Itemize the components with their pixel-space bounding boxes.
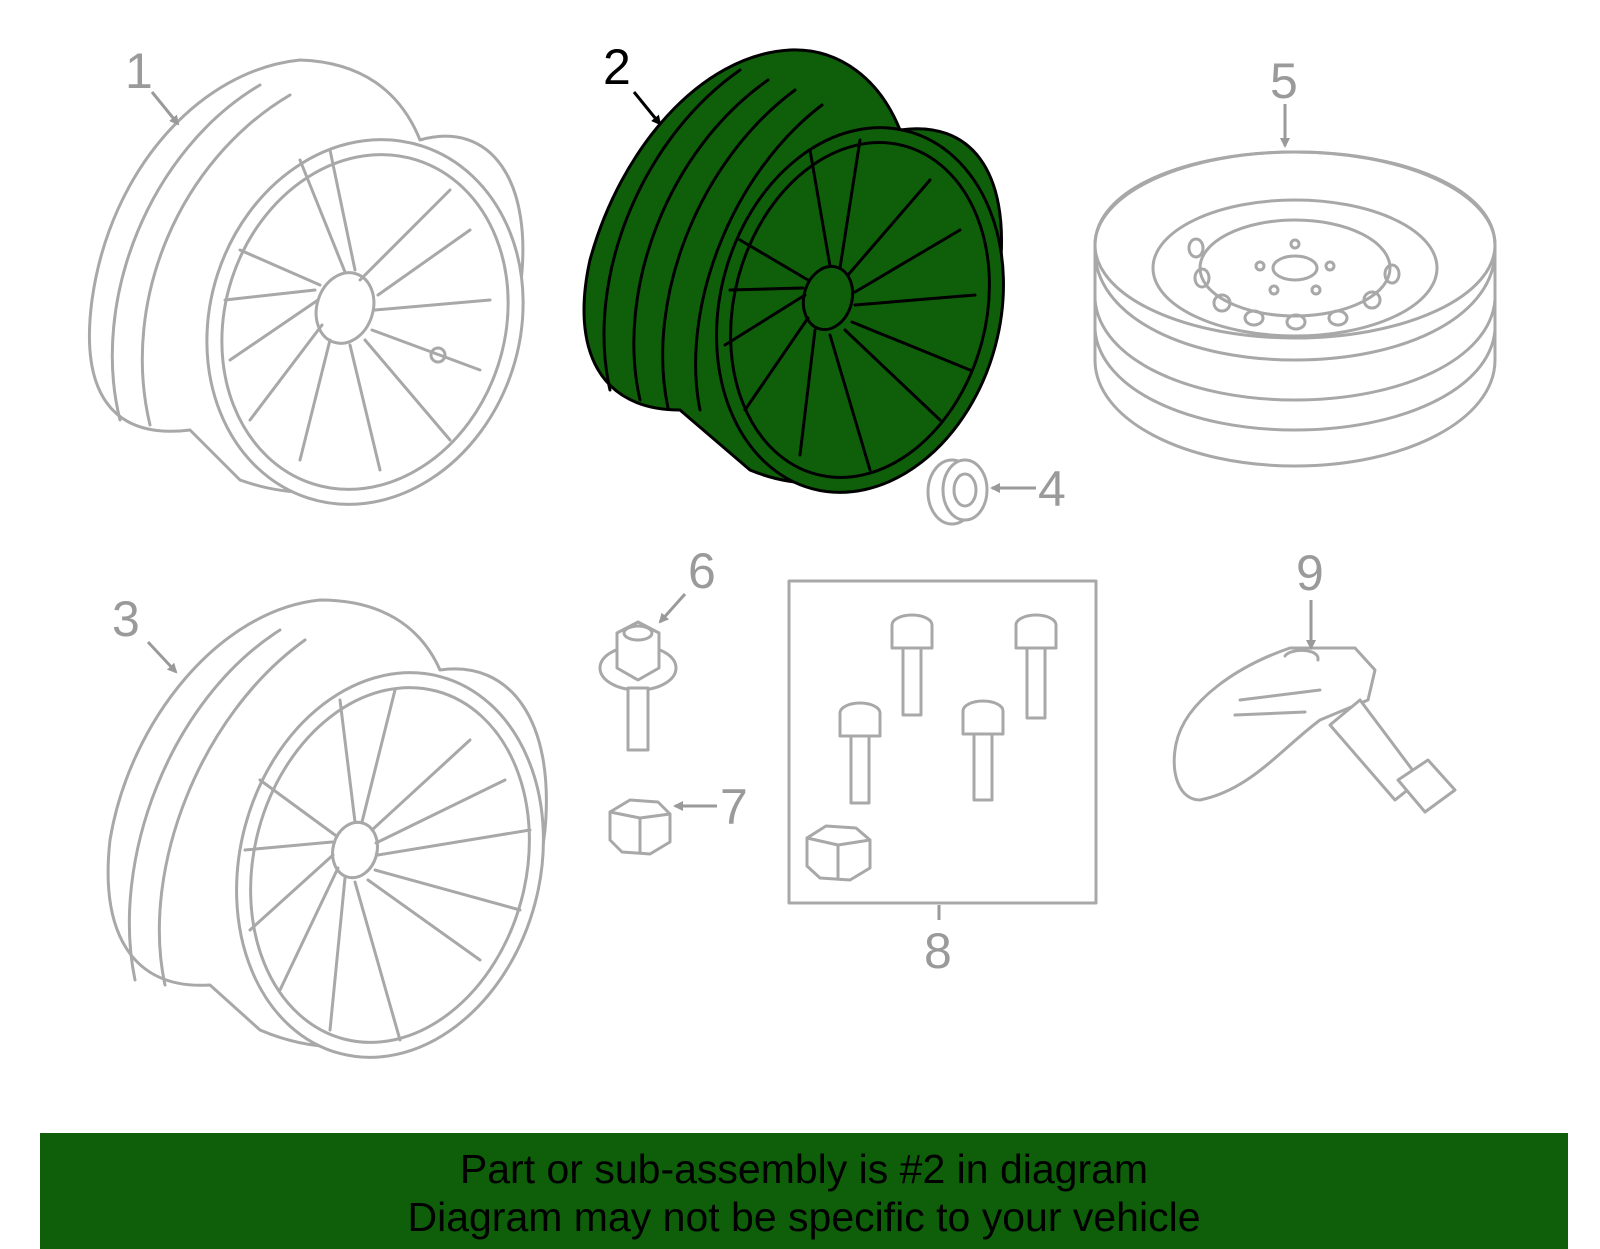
spare-tire-part-5[interactable]: 5 <box>1093 53 1497 468</box>
callout-4: 4 <box>1038 461 1066 517</box>
tpms-sensor-part-9[interactable]: 9 <box>1172 545 1457 814</box>
lug-bolt-part-6[interactable]: 6 <box>598 543 716 752</box>
callout-3: 3 <box>112 591 140 647</box>
lug-nut-cap-part-7[interactable]: 7 <box>608 779 748 856</box>
callout-5: 5 <box>1270 53 1298 109</box>
callout-6: 6 <box>688 543 716 599</box>
callout-2: 2 <box>603 39 631 95</box>
lock-bolt <box>838 701 882 805</box>
center-cap-part-4[interactable]: 4 <box>926 458 1066 526</box>
lock-key-socket <box>805 824 872 882</box>
wheel-part-1[interactable]: 1 <box>87 43 569 546</box>
wheel-part-3[interactable]: 3 <box>106 591 585 1092</box>
lock-bolt <box>1014 613 1058 720</box>
wheel-lock-kit-part-8[interactable]: 8 <box>787 579 1098 979</box>
banner-line-2: Diagram may not be specific to your vehi… <box>407 1194 1201 1240</box>
info-banner: Part or sub-assembly is #2 in diagram Di… <box>40 1133 1568 1249</box>
callout-7: 7 <box>720 779 748 835</box>
lock-bolt <box>890 613 934 717</box>
wheel-part-2-highlighted[interactable]: 2 <box>582 39 1043 525</box>
lock-bolt <box>961 699 1005 802</box>
banner-line-1: Part or sub-assembly is #2 in diagram <box>459 1146 1149 1192</box>
callout-1: 1 <box>125 43 153 99</box>
callout-9: 9 <box>1296 545 1324 601</box>
callout-8: 8 <box>924 923 952 979</box>
